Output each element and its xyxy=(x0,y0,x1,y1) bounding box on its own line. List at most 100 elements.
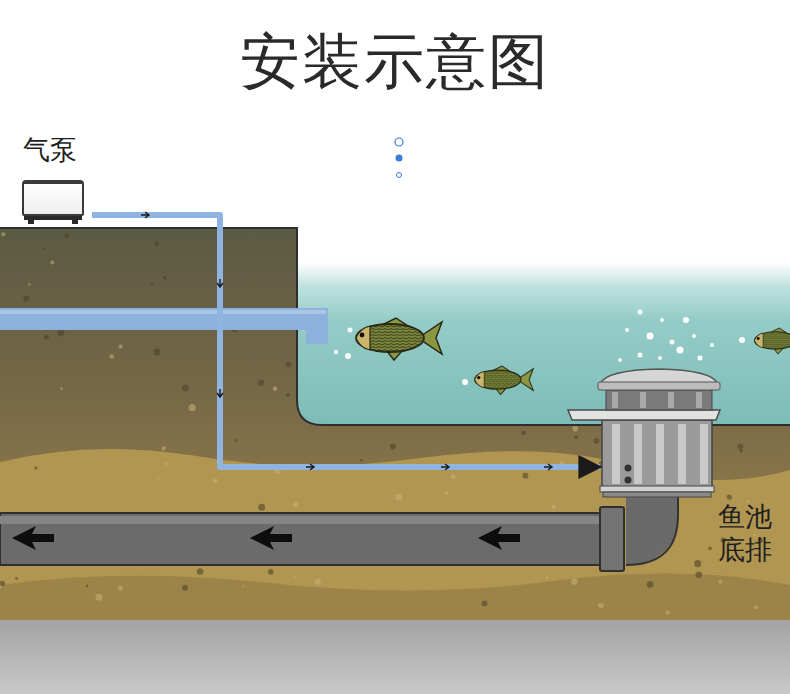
soil-speck xyxy=(34,467,37,470)
soil-speck xyxy=(293,502,299,508)
soil-speck xyxy=(15,577,18,580)
soil-speck xyxy=(153,348,160,355)
soil-speck xyxy=(44,335,49,340)
soil-speck xyxy=(60,387,63,390)
soil-speck xyxy=(551,505,556,510)
flow-arrow xyxy=(250,526,292,550)
soil-speck xyxy=(28,283,30,285)
drain-pipe xyxy=(0,513,606,565)
soil-speck xyxy=(154,241,158,245)
pond-outline xyxy=(0,228,790,425)
soil-speck xyxy=(754,605,758,609)
drain-slot xyxy=(612,392,618,408)
drain-slot xyxy=(612,424,620,484)
soil-speck xyxy=(268,569,274,575)
soil-speck xyxy=(482,601,488,607)
soil-speckles xyxy=(0,232,763,614)
soil-speck xyxy=(727,494,732,499)
soil-speck xyxy=(258,380,264,386)
soil-speck xyxy=(523,473,529,479)
soil-speck xyxy=(157,477,160,480)
pipe-coupling xyxy=(600,507,624,571)
flow-mark xyxy=(306,464,314,470)
soil-speck xyxy=(395,494,402,501)
title-text: 安装示意图 xyxy=(0,22,790,103)
soil-speck xyxy=(360,459,363,462)
soil-speck xyxy=(189,404,196,411)
soil-speck xyxy=(286,393,290,397)
pump-label: 气泵 xyxy=(14,134,86,165)
soil-speck xyxy=(696,572,703,579)
flow-arrow xyxy=(12,526,54,550)
soil-speck xyxy=(235,439,238,442)
soil-speck xyxy=(1,232,5,236)
air-inlet-hole xyxy=(625,465,632,472)
soil-speck xyxy=(165,463,168,466)
soil-speck xyxy=(150,282,153,285)
soil-speck xyxy=(738,444,744,450)
drain-slot xyxy=(656,424,664,484)
soil-speck xyxy=(0,581,5,586)
soil-speck xyxy=(213,478,218,483)
soil-speck xyxy=(86,584,89,587)
soil-speck xyxy=(390,444,396,450)
soil-speck xyxy=(708,547,712,551)
soil-speck xyxy=(451,474,456,479)
soil-speck xyxy=(273,386,278,391)
air-pump-node: 气泵 xyxy=(14,134,92,226)
soil-speck xyxy=(182,385,189,392)
drain-body xyxy=(602,420,712,488)
drain-slot xyxy=(678,424,686,484)
soil-speck xyxy=(118,586,123,591)
drain-flange xyxy=(600,486,714,492)
inlet-pipe xyxy=(0,308,328,330)
soil-speck xyxy=(242,586,244,588)
soil-speck xyxy=(546,576,549,579)
drain-cap-rim xyxy=(598,382,720,390)
bottom-drain-node: 鱼池 底排 xyxy=(600,362,782,568)
soil-speck xyxy=(42,248,44,250)
soil-speck xyxy=(118,344,122,348)
koi-fish xyxy=(475,366,533,395)
soil-speck xyxy=(572,426,578,432)
soil-speck xyxy=(594,438,600,444)
flow-mark xyxy=(441,464,449,470)
drain-flange xyxy=(603,492,711,497)
soil-speck xyxy=(50,261,54,265)
decor-dot xyxy=(397,173,402,178)
drain-slot xyxy=(700,424,708,484)
flow-marks xyxy=(141,212,552,470)
soil-speck xyxy=(286,362,291,367)
soil-speck xyxy=(598,603,604,609)
soil-speck xyxy=(666,610,670,614)
soil-speck xyxy=(57,329,64,336)
air-inlet-hole xyxy=(625,477,632,484)
soil-speck xyxy=(197,568,204,575)
bedrock xyxy=(0,620,790,694)
soil-speck xyxy=(258,504,265,511)
soil-speck xyxy=(647,581,654,588)
soil-speck xyxy=(315,579,321,585)
drain-collar xyxy=(606,390,712,410)
soil-speck xyxy=(574,435,578,439)
drain-pipe-shine xyxy=(0,516,604,524)
flow-mark xyxy=(217,389,223,397)
soil-speck xyxy=(571,578,577,584)
soil-speck xyxy=(182,585,188,591)
koi-fish xyxy=(754,328,790,354)
soil-band xyxy=(0,574,790,620)
soil-speck xyxy=(110,354,115,359)
soil-speck xyxy=(294,575,297,578)
drain-plate xyxy=(568,410,720,420)
decor-dot xyxy=(395,138,403,146)
flow-mark xyxy=(217,279,223,287)
air-line xyxy=(92,215,600,467)
soil-speck xyxy=(445,492,448,495)
soil-speck xyxy=(64,233,69,238)
drain-slot xyxy=(668,392,674,408)
air-pump-body xyxy=(22,180,84,216)
soil-speck xyxy=(694,560,701,567)
